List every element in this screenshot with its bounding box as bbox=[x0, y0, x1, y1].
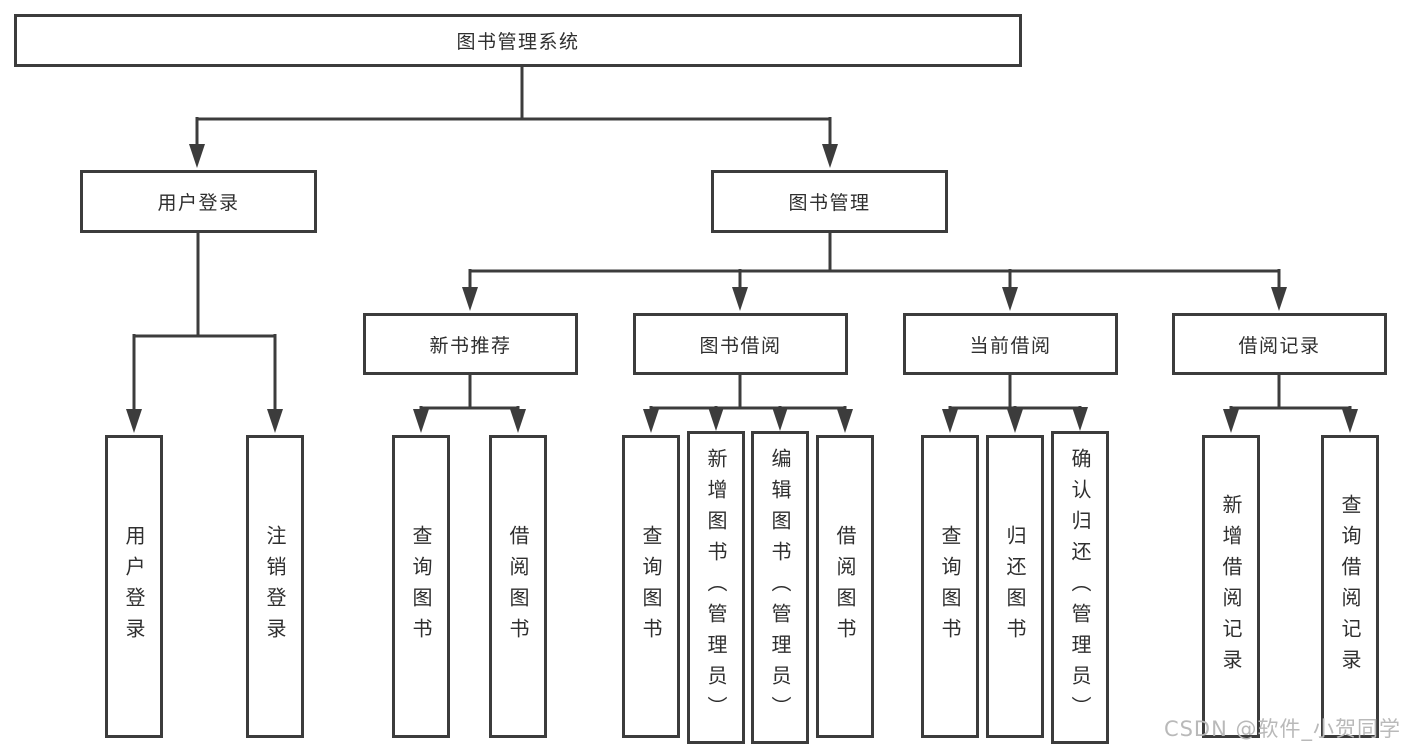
leaf-borrow-books-borrowing: 借阅图书 bbox=[816, 435, 874, 738]
leaf-query-books-borrowing: 查询图书 bbox=[622, 435, 680, 738]
node-label: 借阅图书 bbox=[506, 524, 530, 649]
node-book-management: 图书管理 bbox=[711, 170, 948, 233]
node-label: 新书推荐 bbox=[429, 334, 512, 357]
leaf-query-books-current: 查询图书 bbox=[921, 435, 979, 738]
node-book-borrowing: 图书借阅 bbox=[633, 313, 848, 375]
leaf-borrow-books-recommend: 借阅图书 bbox=[489, 435, 547, 738]
leaf-return-books: 归还图书 bbox=[986, 435, 1044, 738]
node-label: 查询图书 bbox=[639, 524, 663, 649]
node-label: 新增借阅记录 bbox=[1219, 493, 1243, 680]
node-label: 确认归还（管理员） bbox=[1068, 448, 1092, 727]
leaf-logout: 注销登录 bbox=[246, 435, 304, 738]
node-label: 新增图书（管理员） bbox=[704, 448, 728, 727]
node-label: 用户登录 bbox=[122, 524, 146, 649]
node-current-borrowing: 当前借阅 bbox=[903, 313, 1118, 375]
leaf-user-login: 用户登录 bbox=[105, 435, 163, 738]
leaf-query-books-recommend: 查询图书 bbox=[392, 435, 450, 738]
node-label: 借阅图书 bbox=[833, 524, 857, 649]
node-label: 图书管理系统 bbox=[456, 31, 580, 53]
node-borrowing-records: 借阅记录 bbox=[1172, 313, 1387, 375]
node-user-login: 用户登录 bbox=[80, 170, 317, 233]
leaf-add-book-admin: 新增图书（管理员） bbox=[687, 431, 745, 744]
node-label: 图书借阅 bbox=[699, 334, 782, 357]
node-library-management-system: 图书管理系统 bbox=[14, 14, 1022, 67]
node-label: 归还图书 bbox=[1003, 524, 1027, 649]
node-label: 当前借阅 bbox=[969, 334, 1052, 357]
node-label: 查询借阅记录 bbox=[1338, 493, 1362, 680]
node-label: 查询图书 bbox=[409, 524, 433, 649]
node-new-book-recommend: 新书推荐 bbox=[363, 313, 578, 375]
csdn-watermark: CSDN @软件_小贺同学 bbox=[1163, 717, 1401, 741]
leaf-add-borrow-record: 新增借阅记录 bbox=[1202, 435, 1260, 738]
node-label: 借阅记录 bbox=[1238, 334, 1321, 357]
node-label: 查询图书 bbox=[938, 524, 962, 649]
leaf-edit-book-admin: 编辑图书（管理员） bbox=[751, 431, 809, 744]
node-label: 编辑图书（管理员） bbox=[768, 448, 792, 727]
node-label: 注销登录 bbox=[263, 524, 287, 649]
leaf-query-borrow-record: 查询借阅记录 bbox=[1321, 435, 1379, 738]
leaf-confirm-return-admin: 确认归还（管理员） bbox=[1051, 431, 1109, 744]
node-label: 图书管理 bbox=[788, 192, 871, 214]
node-label: 用户登录 bbox=[157, 192, 240, 214]
